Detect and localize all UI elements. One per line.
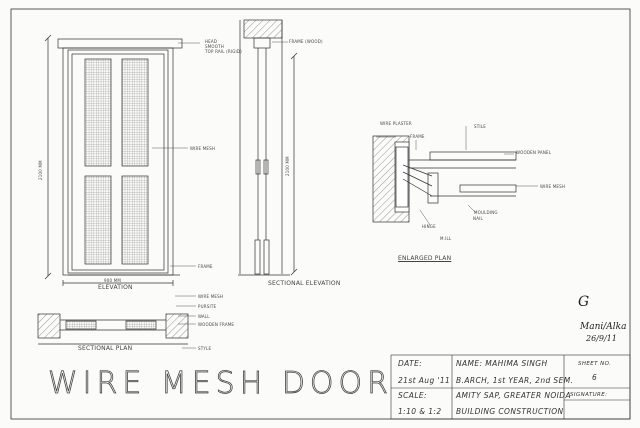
label-enlarged-plan: ENLARGED PLAN (398, 255, 452, 262)
enlarged-plan (372, 126, 538, 226)
label-moulding: MOULDING (474, 210, 498, 215)
label-section-height: 2100 MM (285, 156, 290, 176)
course: B.ARCH, 1st YEAR, 2nd SEM. (456, 376, 574, 385)
label-sectional-plan: SECTIONAL PLAN (78, 345, 133, 352)
date-value: 21st Aug '11 (398, 376, 451, 385)
label-wire-mesh: WIRE MESH (190, 146, 216, 151)
label-plan-wire-mesh: WIRE MESH (198, 294, 224, 299)
mesh-panel-bottom-right (121, 175, 149, 265)
label-wire-plaster: WIRE PLASTER (380, 121, 412, 126)
label-style: STYLE (198, 346, 212, 351)
drawing-title: WIRE MESH DOOR (48, 366, 393, 402)
label-enl-frame: FRAME (410, 134, 425, 139)
label-sectional-elevation: SECTIONAL ELEVATION (268, 280, 341, 287)
label-height-dim: 2100 MM (38, 160, 43, 180)
sheet-label: SHEET NO. (578, 361, 612, 367)
scale-label: SCALE: (398, 391, 427, 400)
sectional-plan (37, 295, 196, 349)
sheet-value: 6 (592, 373, 598, 382)
label-wall: WALL (198, 314, 210, 319)
mesh-panel-top-left (84, 58, 112, 167)
door-elevation (44, 34, 200, 286)
label-nail: NAIL (473, 216, 483, 221)
signature-label: SIGNATURE: (570, 392, 608, 398)
label-stile: STILE (474, 124, 486, 129)
label-frame: FRAME (198, 264, 213, 269)
label-head-sub1: SMOOTH (205, 44, 224, 49)
subject: BUILDING CONSTRUCTION (456, 407, 564, 416)
student-name: NAME: MAHIMA SINGH (456, 359, 548, 368)
signature-date: 26/9/11 (586, 334, 617, 343)
label-width-dim: 900 MM (104, 278, 122, 283)
sectional-elevation (238, 19, 298, 276)
signature-name: Mani/Alka (580, 322, 627, 332)
label-hinge: HINGE (422, 224, 436, 229)
label-wooden-panel: WOODEN PANEL (516, 150, 552, 155)
date-label: DATE: (398, 359, 423, 368)
scale-value: 1:10 & 1:2 (398, 407, 442, 416)
title-block (390, 354, 631, 420)
institute: AMITY SAP, GREATER NOIDA (456, 391, 572, 400)
label-mill: M.ILL (440, 236, 452, 241)
label-enl-wire-mesh: WIRE MESH (540, 184, 566, 189)
label-head: HEAD (205, 39, 218, 44)
label-elevation: ELEVATION (98, 284, 133, 291)
signature-mark: G (578, 294, 590, 310)
mesh-panel-top-right (121, 58, 149, 167)
mesh-panel-bottom-left (84, 175, 112, 265)
sheet-border (10, 8, 631, 420)
label-pursite: PURSITE (198, 304, 217, 309)
label-head-sub2: TOP RAIL (RIGID) (205, 49, 242, 54)
label-wooden-frame: WOODEN FRAME (198, 322, 235, 327)
label-section-frame: FRAME (WOOD) (289, 39, 323, 44)
